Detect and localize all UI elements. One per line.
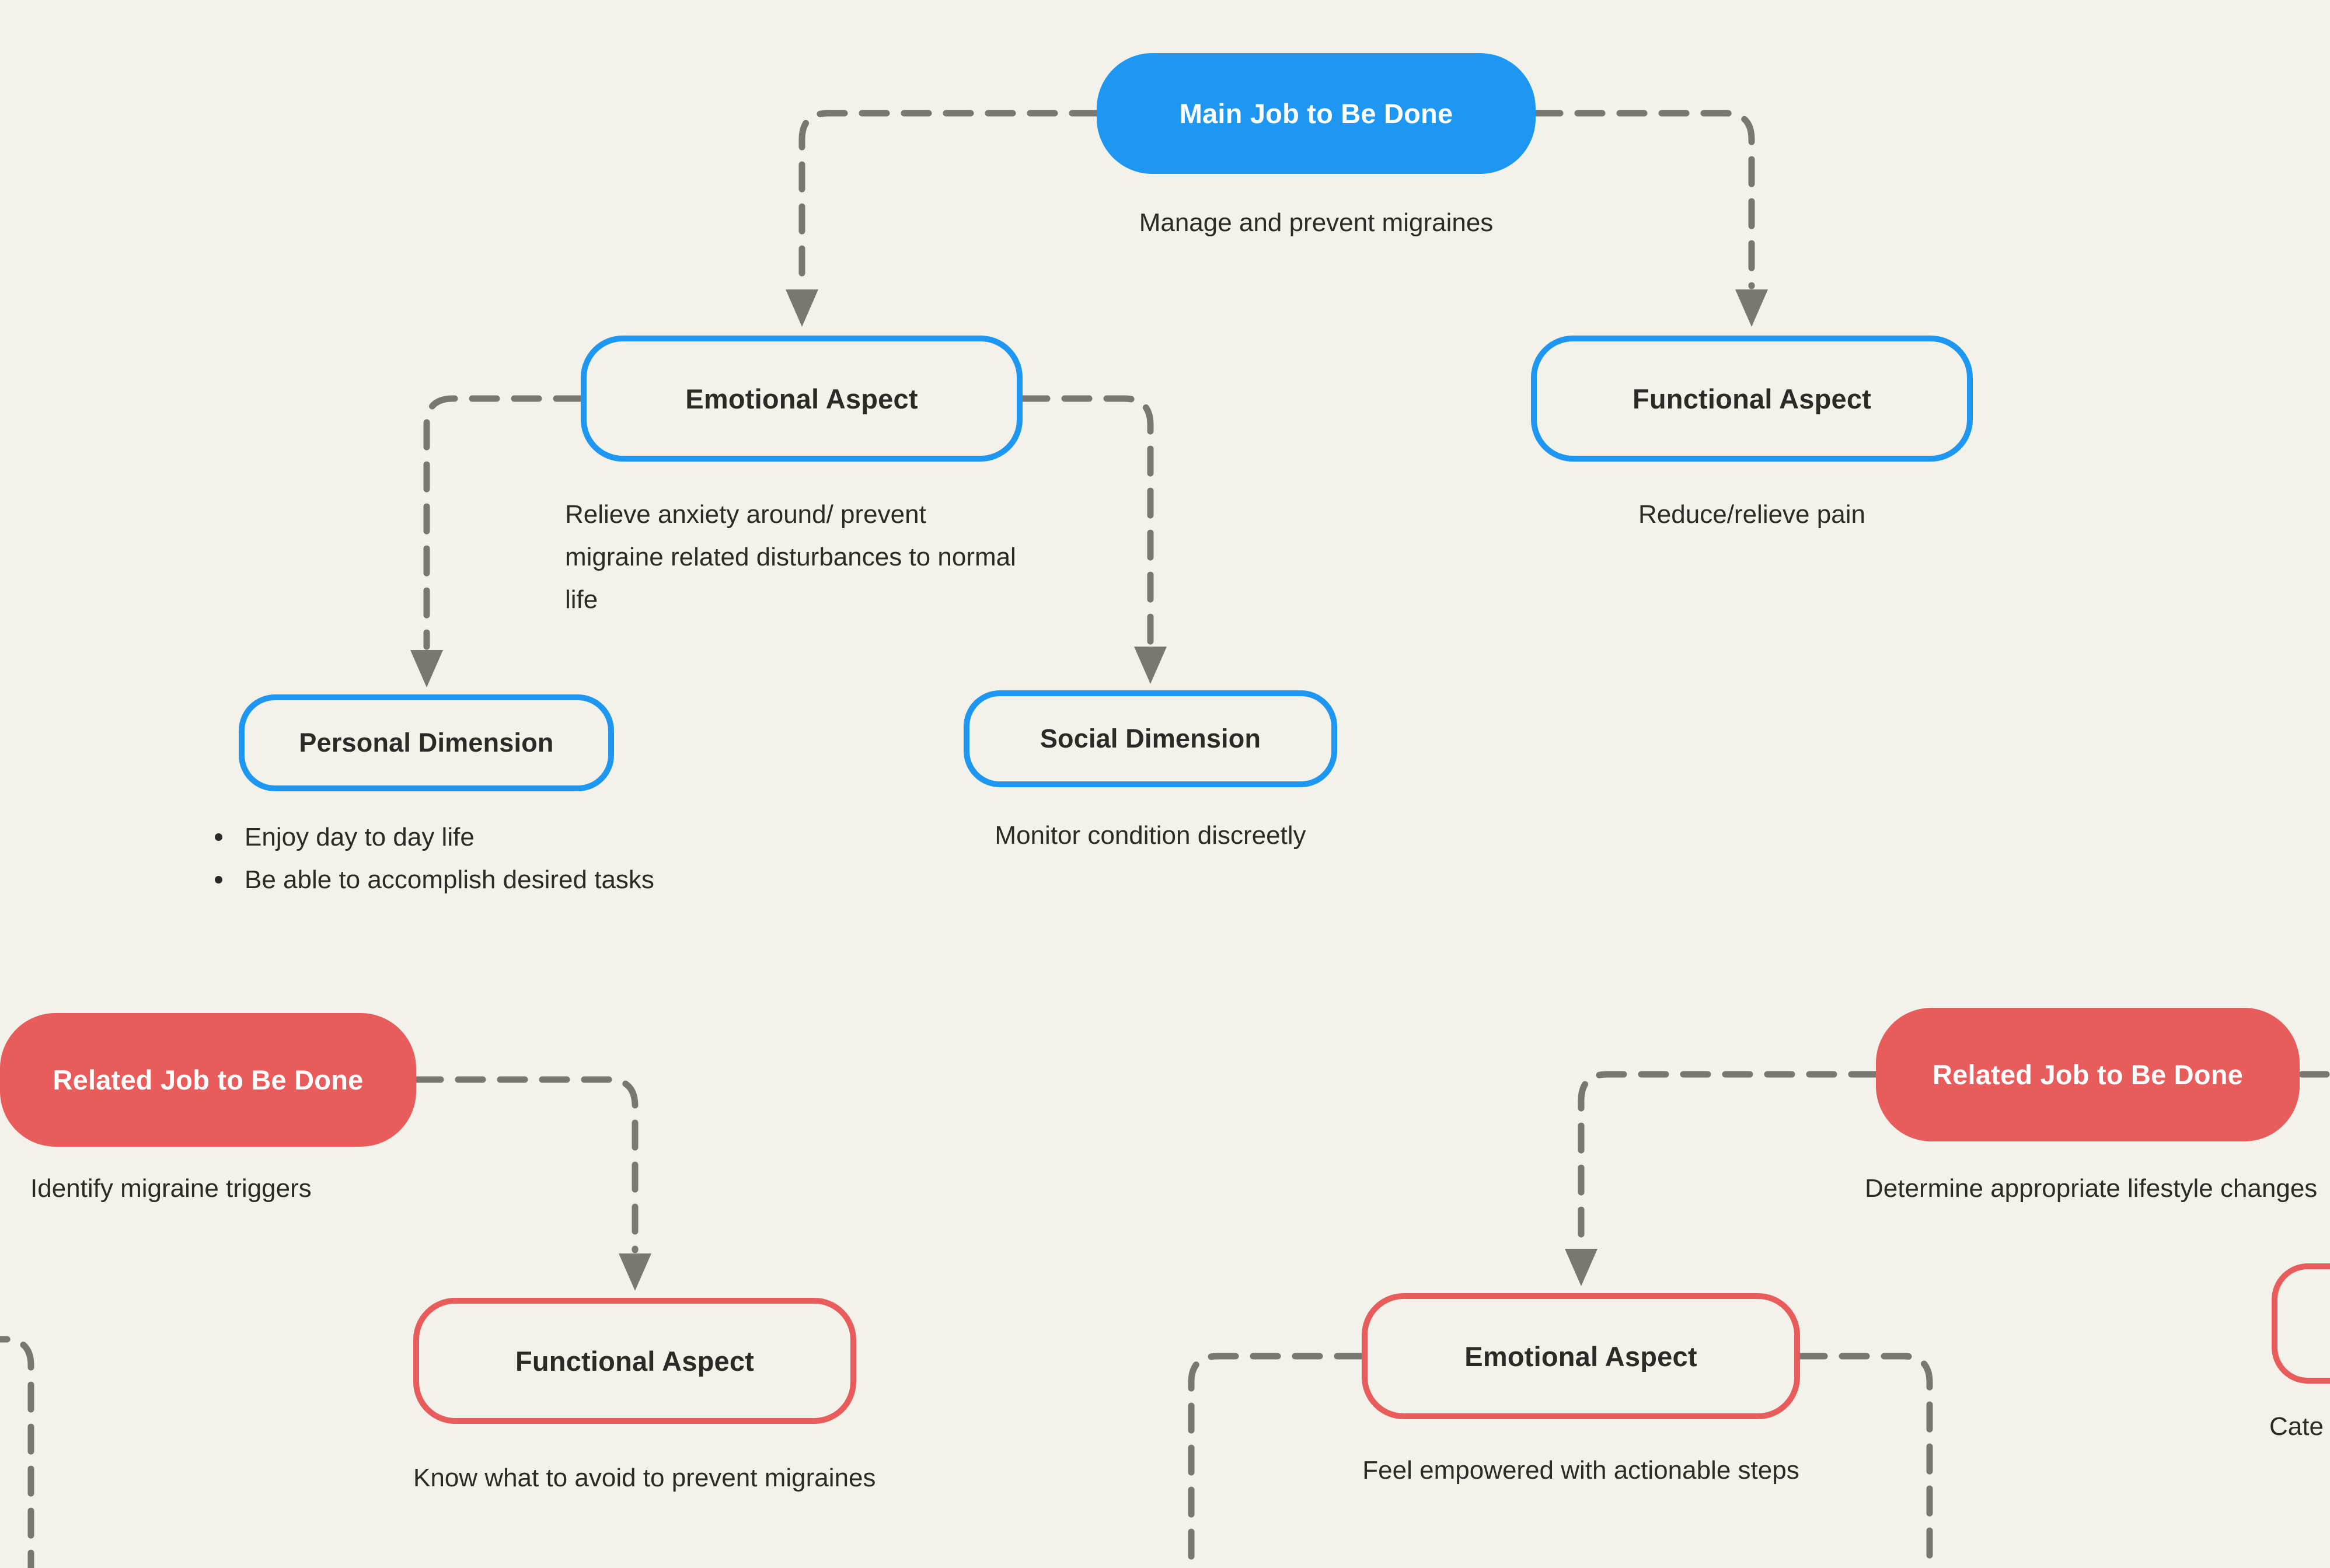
- node-related-job-left-label: Related Job to Be Done: [53, 1064, 364, 1095]
- caption-emotional-aspect-main: Relieve anxiety around/ prevent migraine…: [565, 500, 1016, 614]
- node-functional-aspect-related-left[interactable]: Functional Aspect: [413, 1298, 856, 1424]
- connector-relatedright-to-emotional: [1578, 1071, 1879, 1249]
- connector-relatedleft-to-functional: [413, 1076, 639, 1253]
- node-personal-dimension[interactable]: Personal Dimension: [239, 694, 614, 791]
- caption-social-dimension: Monitor condition discreetly: [995, 821, 1306, 850]
- node-related-job-right-label: Related Job to Be Done: [1933, 1059, 2243, 1090]
- node-emotional-aspect-related-right[interactable]: Emotional Aspect: [1362, 1293, 1800, 1419]
- caption-functional-aspect-main: Reduce/relieve pain: [1638, 500, 1865, 529]
- connector-emotional-to-social: [1019, 395, 1154, 647]
- node-functional-aspect-main-label: Functional Aspect: [1632, 383, 1872, 414]
- caption-functional-aspect-related-left: Know what to avoid to prevent migraines: [413, 1464, 876, 1492]
- node-partial-right[interactable]: [2272, 1263, 2330, 1384]
- node-functional-aspect-related-left-label: Functional Aspect: [515, 1345, 755, 1377]
- caption-main-job: Manage and prevent migraines: [1139, 208, 1494, 237]
- node-main-job[interactable]: Main Job to Be Done: [1097, 53, 1536, 174]
- caption-emotional-aspect-related-right: Feel empowered with actionable steps: [1362, 1456, 1799, 1485]
- node-emotional-aspect-main[interactable]: Emotional Aspect: [581, 336, 1023, 462]
- arrowhead-emotional-red: [1565, 1249, 1597, 1286]
- bullet-item: Be able to accomplish desired tasks: [215, 858, 654, 901]
- connector-main-to-functional: [1532, 110, 1755, 289]
- connector-emotionalred-stub-east: [1797, 1353, 1933, 1568]
- node-emotional-aspect-related-right-label: Emotional Aspect: [1464, 1340, 1697, 1372]
- arrowhead-personal: [410, 650, 443, 687]
- node-functional-aspect-main[interactable]: Functional Aspect: [1531, 336, 1973, 462]
- arrowhead-emotional: [786, 289, 818, 327]
- node-social-dimension[interactable]: Social Dimension: [964, 690, 1337, 787]
- node-related-job-left[interactable]: Related Job to Be Done: [0, 1013, 416, 1147]
- node-emotional-aspect-main-label: Emotional Aspect: [685, 383, 918, 414]
- arrowhead-functional: [1735, 289, 1768, 327]
- arrowhead-social: [1134, 647, 1167, 684]
- bullet-item: Enjoy day to day life: [215, 816, 654, 858]
- caption-partial-right: Cate: [2269, 1412, 2324, 1441]
- caption-related-job-left: Identify migraine triggers: [30, 1174, 312, 1203]
- connector-emotional-to-personal: [423, 395, 584, 650]
- node-personal-dimension-label: Personal Dimension: [299, 728, 554, 757]
- node-social-dimension-label: Social Dimension: [1040, 724, 1261, 753]
- connector-emotionalred-stub-west: [1188, 1353, 1365, 1568]
- personal-dimension-bullets: Enjoy day to day life Be able to accompl…: [215, 816, 654, 901]
- caption-related-job-right: Determine appropriate lifestyle changes: [1865, 1174, 2318, 1203]
- node-related-job-right[interactable]: Related Job to Be Done: [1876, 1008, 2300, 1141]
- arrowhead-functional-red: [619, 1253, 651, 1291]
- connector-main-to-emotional: [798, 110, 1100, 289]
- node-main-job-label: Main Job to Be Done: [1179, 98, 1453, 129]
- connector-offscreen-left-stub: [0, 1336, 34, 1568]
